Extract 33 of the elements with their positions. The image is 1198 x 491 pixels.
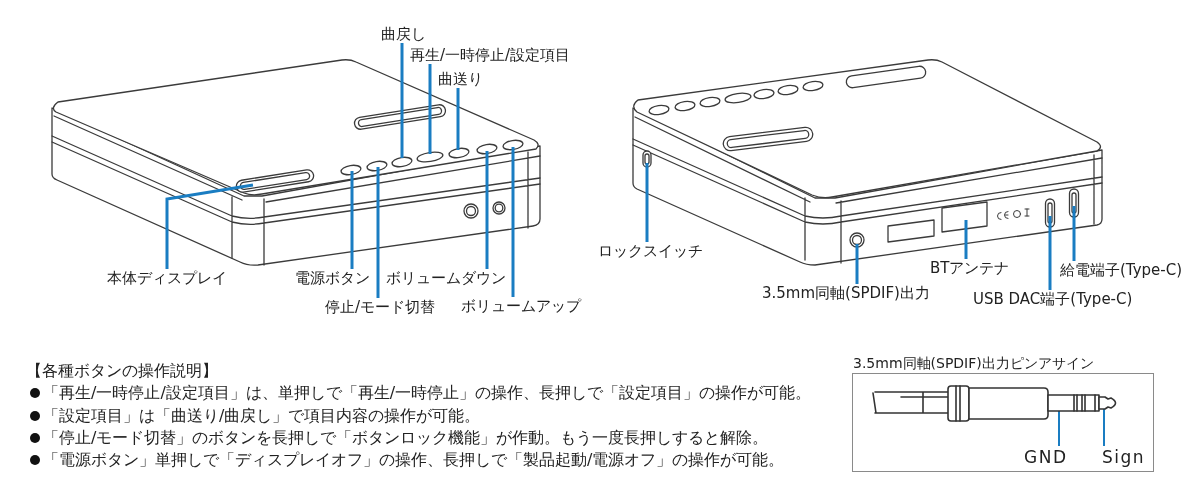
leader-line [165,183,254,269]
leader-line [376,167,380,298]
part-label: 3.5mm同軸(SPDIF)出力 [762,284,930,302]
leader-line [964,220,968,259]
note-text: 「再生/一時停止/設定項目」は、単押しで「再生/一時停止」の操作、長押しで「設定項目」の操作が可能。 [43,383,812,403]
leader-line [350,171,354,269]
part-label: BTアンテナ [930,259,1010,277]
pin-label: GND [1024,446,1068,468]
leader-line [485,151,489,269]
pin-label: Sign [1102,446,1146,468]
part-label: ボリュームアップ [461,297,581,315]
note-text: 「停止/モード切替」のボタンを長押しで「ボタンロック機能」が作動。もう一度長押しすると解除。 [43,428,769,448]
leader-line [1072,206,1076,261]
note-text: 「電源ボタン」単押しで「ディスプレイオフ」の操作、長押しで「製品起動/電源オフ」の操作が可能。 [43,450,785,470]
part-label: 曲送り [438,70,483,88]
part-label: 給電端子(Type-C) [1060,261,1183,279]
part-label: ボリュームダウン [386,269,506,287]
part-label: 停止/モード切替 [325,298,436,316]
leader-line [428,64,432,154]
part-label: USB DAC端子(Type-C) [973,290,1133,308]
section-heading: 【各種ボタンの操作説明】 [26,361,218,381]
leader-line [1048,216,1052,290]
part-label: 本体ディスプレイ [107,269,227,287]
leader-line [511,147,515,297]
leader-line [645,163,649,242]
figure-heading: 3.5mm同軸(SPDIF)出力ピンアサイン [853,354,1094,372]
part-label: ロックスイッチ [598,242,703,260]
leader-line [855,244,859,284]
part-label: 電源ボタン [295,269,370,287]
part-label: 再生/一時停止/設定項目 [410,46,571,64]
note-text: 「設定項目」は「曲送り/曲戻し」で項目内容の操作が可能。 [43,406,481,426]
part-label: 曲戻し [381,25,426,43]
leader-line [400,43,404,158]
